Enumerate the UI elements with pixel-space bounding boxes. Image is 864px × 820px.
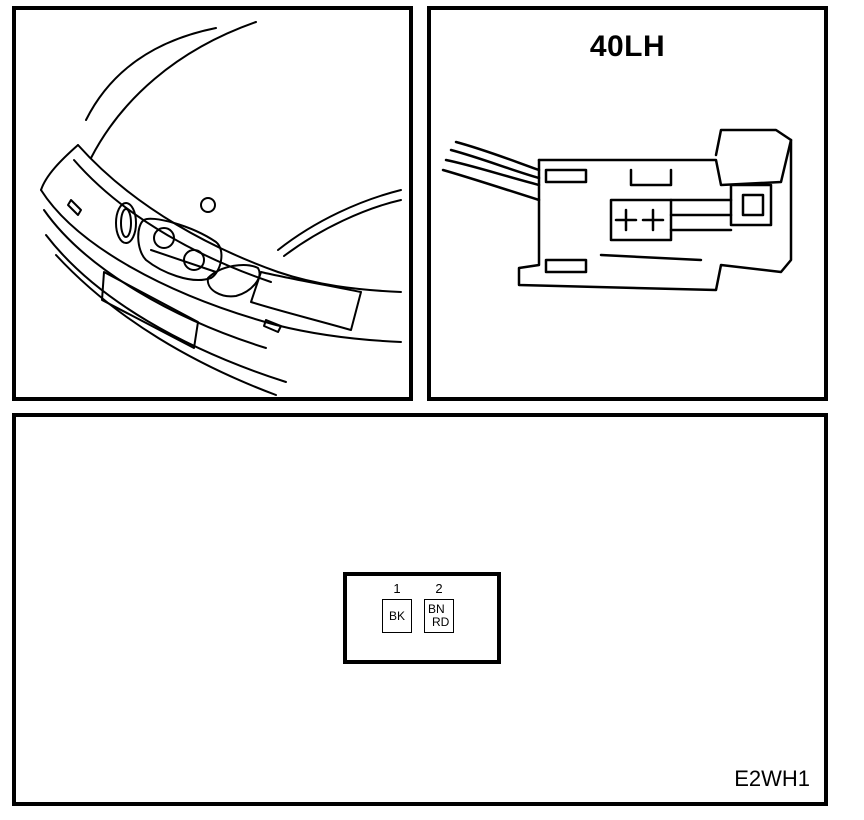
hood-crease (90, 21, 257, 159)
license-plate (101, 271, 199, 349)
pin-2: 2 BN RD (423, 582, 455, 633)
cavity-2-cross (641, 208, 665, 232)
side-latch-window (741, 193, 765, 217)
wire-3 (454, 140, 541, 172)
grille-logo-1 (153, 227, 175, 249)
rib-4 (599, 253, 703, 262)
connector-title: 40LH (589, 30, 666, 63)
grille-left (115, 202, 137, 244)
pin-view-panel: 1 BK 2 BN RD E2WH1 (12, 413, 828, 806)
side-latch (729, 183, 773, 227)
pin-2-wire-color-2: RD (432, 615, 450, 629)
pin-2-cavity: BN RD (424, 599, 454, 633)
bumper-mid (43, 209, 267, 349)
pin-1-cavity: BK (382, 599, 412, 633)
grille-logo-2 (183, 249, 205, 271)
wire-4 (441, 168, 541, 202)
headlight (250, 271, 362, 331)
hood-front-2 (73, 159, 272, 283)
latch-slot-bottom (544, 258, 588, 274)
windshield-line-2 (283, 199, 402, 257)
diagram-code: E2WH1 (734, 766, 810, 791)
connector-body (537, 128, 793, 187)
marker-right (263, 319, 282, 333)
cavity-1-cross (614, 208, 638, 232)
car-locator-panel (12, 6, 413, 401)
pin-1-wire-color: BK (388, 609, 405, 623)
grille-left-inner (120, 208, 132, 238)
pin-1: 1 BK (381, 582, 413, 633)
hood-edge (85, 27, 217, 121)
grille-bar (150, 249, 217, 273)
wire-1 (444, 158, 541, 187)
hood-emblem (200, 197, 216, 213)
grille-right (206, 264, 261, 298)
hood-front (77, 144, 402, 293)
connector-panel: 40LH (427, 6, 828, 401)
marker-left (67, 199, 82, 216)
connector-pin-face: 1 BK 2 BN RD (343, 572, 501, 664)
windshield-line (277, 189, 402, 251)
bumper-bottom (55, 254, 277, 396)
car-front-illustration (40, 21, 402, 396)
key-notch (629, 168, 673, 187)
bumper-low (45, 234, 287, 383)
fender (40, 144, 79, 191)
pin-1-number: 1 (393, 581, 401, 596)
pin-2-wire-color-1: BN (428, 602, 445, 616)
connector-front (517, 138, 793, 292)
cavity-area (609, 198, 673, 242)
connector-illustration (441, 128, 793, 292)
latch-slot-top (544, 168, 588, 184)
center-grille (137, 217, 223, 281)
pin-2-number: 2 (435, 581, 443, 596)
wire-2 (449, 148, 541, 180)
bumper-top (40, 189, 402, 343)
